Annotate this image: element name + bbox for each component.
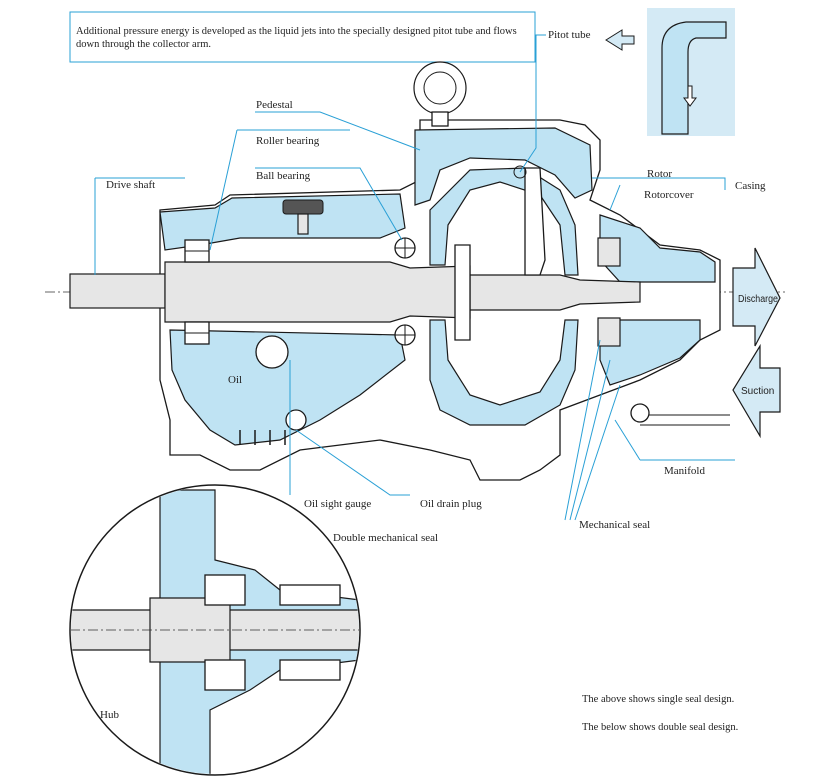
label-hub: Hub — [100, 709, 119, 721]
label-oil-sight-gauge: Oil sight gauge — [304, 498, 371, 510]
lifting-eye-shape — [413, 61, 467, 127]
label-manifold: Manifold — [664, 465, 705, 477]
annotation-note-text: Additional pressure energy is developed … — [76, 26, 517, 50]
label-mechanical-seal: Mechanical seal — [579, 519, 650, 531]
label-suction: Suction — [741, 386, 774, 397]
caption-double-seal: The below shows double seal design. — [582, 722, 738, 733]
label-rotorcover: Rotorcover — [644, 189, 694, 201]
label-roller-bearing: Roller bearing — [256, 135, 320, 147]
breather-cap-shape — [282, 199, 324, 235]
roller-bearing-shape — [184, 239, 210, 345]
pitot-tube-inset — [605, 8, 735, 136]
caption-single-seal: The above shows single seal design. — [582, 694, 734, 705]
annotation-note-box: Additional pressure energy is developed … — [69, 11, 536, 63]
label-discharge: Discharge — [738, 294, 778, 305]
label-double-mechanical-seal: Double mechanical seal — [333, 532, 438, 544]
label-pitot-tube: Pitot tube — [548, 29, 591, 41]
label-drive-shaft: Drive shaft — [106, 179, 155, 191]
suction-arrow — [732, 343, 781, 439]
label-pedestal: Pedestal — [256, 99, 293, 111]
double-seal-detail-circle — [69, 484, 361, 776]
label-casing: Casing — [735, 180, 766, 192]
pump-main-assembly — [45, 61, 785, 481]
discharge-arrow — [732, 247, 781, 347]
label-oil: Oil — [228, 374, 242, 386]
label-ball-bearing: Ball bearing — [256, 170, 311, 182]
ball-bearing-shape — [394, 237, 416, 346]
label-rotor: Rotor — [647, 168, 672, 180]
label-oil-drain-plug: Oil drain plug — [420, 498, 482, 510]
